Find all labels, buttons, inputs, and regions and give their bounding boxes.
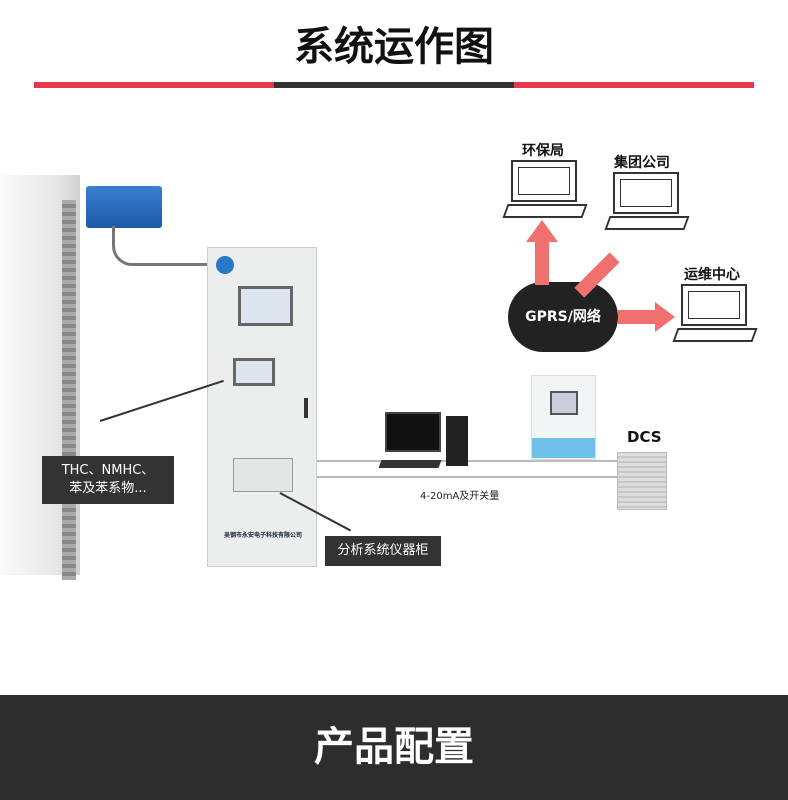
computer-monitor — [385, 412, 441, 452]
dcs-label: DCS — [627, 428, 662, 446]
dcs-server — [617, 452, 667, 510]
page-title: 系统运作图 — [294, 24, 494, 70]
title-divider-left — [34, 82, 274, 88]
section-footer-title: 产品配置 — [0, 695, 788, 800]
arrow-up — [535, 240, 549, 285]
computer-tower — [446, 416, 468, 466]
node-label-ops: 运维中心 — [684, 267, 740, 283]
node-label-epb: 环保局 — [522, 143, 564, 159]
sample-components-label: THC、NMHC、 苯及苯系物... — [42, 456, 174, 504]
sample-line — [112, 226, 212, 266]
computer-group-icon — [604, 172, 690, 232]
title-divider-right — [514, 82, 754, 88]
computer-ops-icon — [672, 284, 758, 344]
title-divider-center — [274, 82, 514, 88]
network-cloud: GPRS/网络 — [508, 282, 618, 352]
cabinet-company: 吴钢市永安电子科技有限公司 — [223, 532, 302, 539]
analyzer-module — [233, 458, 293, 492]
cabinet-handle — [304, 398, 308, 418]
sample-line-1: THC、NMHC、 — [61, 463, 155, 478]
arrow-up-head — [526, 220, 558, 242]
cabinet-label: 分析系统仪器柜 — [325, 536, 441, 566]
computer-epb-icon — [502, 160, 588, 220]
data-logger — [531, 375, 596, 460]
cabinet-display — [238, 286, 293, 326]
logger-screen — [550, 391, 578, 415]
signal-wire — [317, 476, 617, 478]
cabinet-touchscreen — [233, 358, 275, 386]
stack-pole — [62, 200, 76, 580]
logger-stripe — [532, 438, 595, 458]
analyzer-cabinet: 吴钢市永安电子科技有限公司 — [207, 247, 317, 567]
arrow-right-head — [655, 302, 675, 332]
signal-label: 4-20mA及开关量 — [420, 491, 500, 502]
node-label-group: 集团公司 — [614, 155, 670, 171]
sampling-probe — [86, 186, 162, 228]
company-logo-icon — [216, 256, 234, 274]
sample-line-2: 苯及苯系物... — [69, 481, 147, 496]
arrow-right — [618, 310, 658, 324]
pointer-line — [99, 379, 224, 422]
computer-keyboard — [378, 460, 442, 468]
